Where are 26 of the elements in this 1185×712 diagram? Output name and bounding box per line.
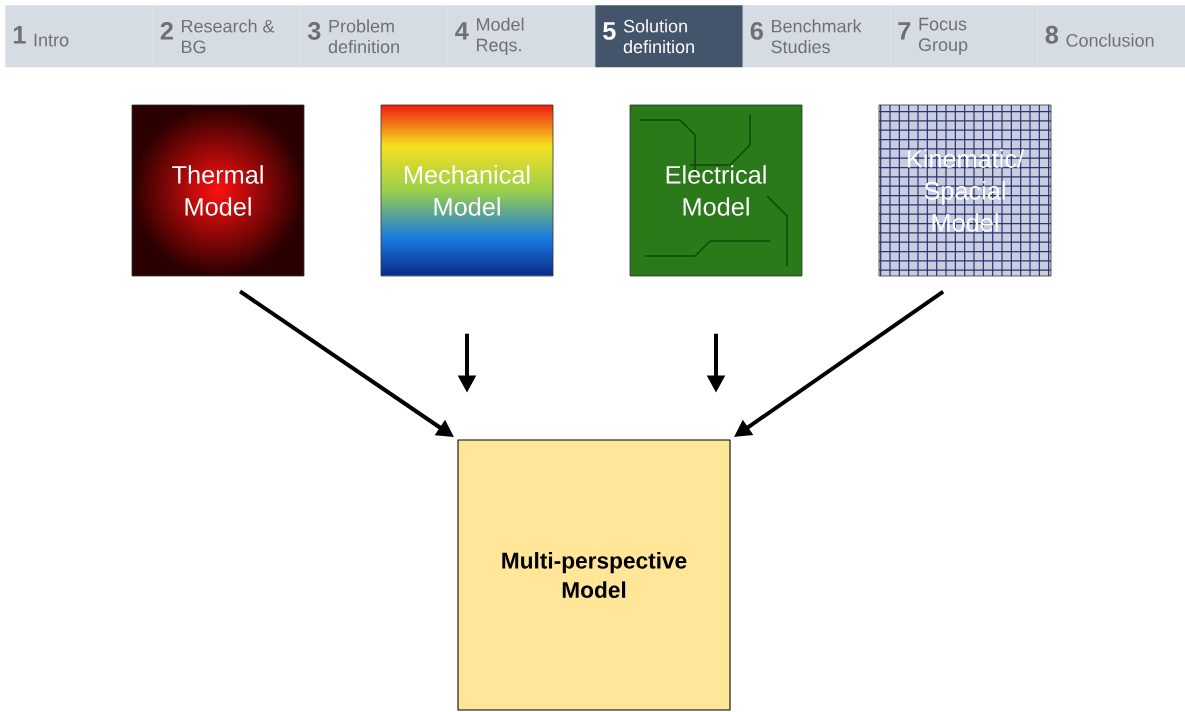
model-box: Electrical Model — [629, 104, 803, 277]
model-box: Mechanical Model — [380, 104, 554, 277]
nav-tab: 4 Model Reqs. — [447, 5, 596, 68]
node-label: Conclusion — [1066, 33, 1154, 47]
nav-tab: 5 Solution definition — [595, 5, 743, 68]
node-label: 4 — [455, 22, 469, 40]
node-label: 6 — [750, 21, 763, 40]
node-label: 3 — [307, 21, 321, 40]
node-label: Focus Group — [918, 17, 968, 55]
node-label: 2 — [160, 21, 173, 40]
nav-tab: 8 Conclusion — [1037, 5, 1185, 68]
node-label: 8 — [1045, 25, 1059, 44]
result-box: Multi-perspective Model — [457, 439, 731, 711]
node-label: Intro — [34, 33, 69, 47]
node-label: 1 — [13, 26, 26, 44]
node-label: Model Reqs. — [477, 17, 524, 55]
nav-tab: 3 Problem definition — [300, 5, 448, 68]
node-label: Research & BG — [182, 19, 275, 54]
nav-tab: 2 Research & BG — [152, 5, 301, 68]
node-label: Benchmark Studies — [771, 19, 862, 54]
nav-tab: 1 Intro — [5, 5, 153, 68]
nav-tab: 7 Focus Group — [890, 5, 1038, 68]
model-box: Thermal Model — [131, 104, 305, 277]
nav-tab: 6 Benchmark Studies — [742, 5, 891, 68]
node-label: 7 — [898, 22, 911, 40]
node-label: Problem definition — [328, 19, 399, 54]
